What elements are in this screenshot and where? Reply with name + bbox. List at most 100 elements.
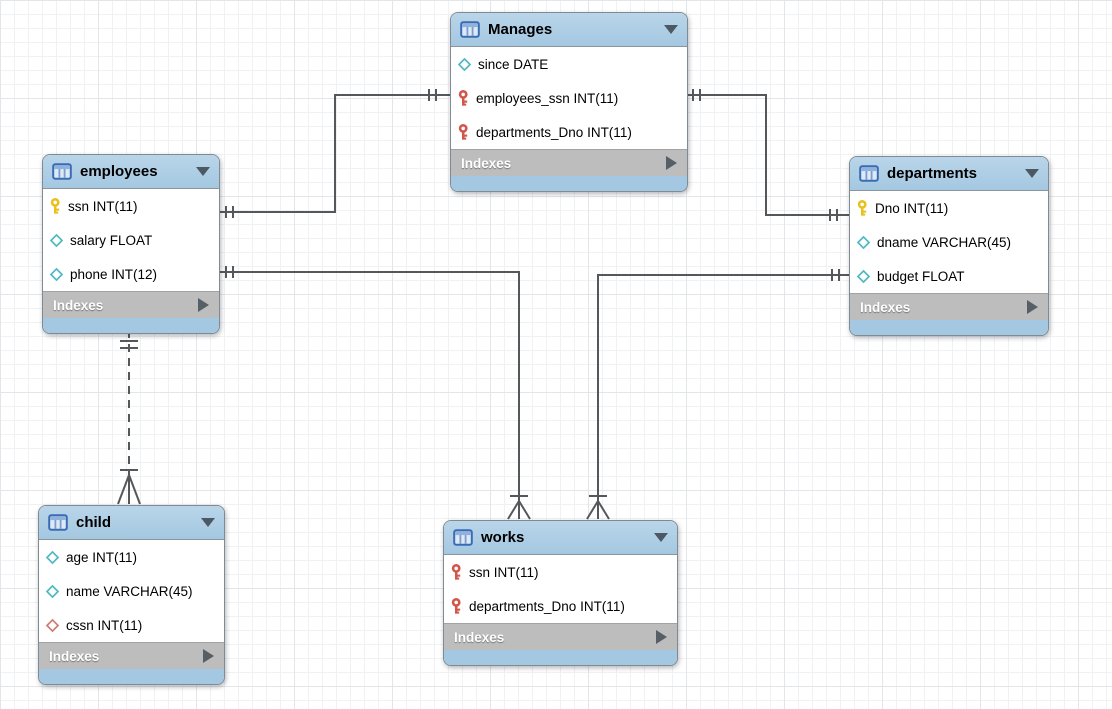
indexes-bar[interactable]: Indexes bbox=[444, 623, 677, 650]
column-label: budget FLOAT bbox=[877, 268, 965, 284]
relationship-departments-works[interactable] bbox=[586, 269, 849, 520]
column-label: since DATE bbox=[478, 56, 549, 72]
collapse-triangle-icon[interactable] bbox=[196, 167, 210, 176]
column-row-employees-2[interactable]: phone INT(12) bbox=[43, 257, 219, 291]
table-icon bbox=[52, 163, 72, 180]
indexes-label: Indexes bbox=[454, 629, 505, 645]
indexes-label: Indexes bbox=[461, 155, 512, 171]
collapse-triangle-icon[interactable] bbox=[654, 533, 668, 542]
column-row-employees-0[interactable]: ssn INT(11) bbox=[43, 189, 219, 223]
column-list: since DATE employees_ssn INT(11) departmen… bbox=[451, 47, 687, 149]
table-employees[interactable]: employees ssn INT(11) salary FLOAT phone IN… bbox=[42, 154, 220, 334]
column-label: departments_Dno INT(11) bbox=[469, 598, 625, 614]
expand-triangle-icon[interactable] bbox=[1027, 300, 1038, 314]
diamond-cyan-icon bbox=[49, 267, 64, 282]
column-row-child-0[interactable]: age INT(11) bbox=[39, 540, 224, 574]
indexes-bar[interactable]: Indexes bbox=[850, 293, 1048, 320]
table-bottom-strip bbox=[444, 650, 677, 665]
column-label: ssn INT(11) bbox=[469, 564, 539, 580]
column-label: dname VARCHAR(45) bbox=[877, 234, 1012, 250]
table-header[interactable]: departments bbox=[850, 157, 1048, 191]
column-row-child-2[interactable]: cssn INT(11) bbox=[39, 608, 224, 642]
key-red-icon bbox=[457, 123, 470, 141]
indexes-label: Indexes bbox=[49, 648, 100, 664]
diamond-cyan-icon bbox=[45, 584, 60, 598]
indexes-label: Indexes bbox=[860, 299, 911, 315]
table-header[interactable]: child bbox=[39, 506, 224, 540]
key-red-icon bbox=[450, 563, 463, 581]
diamond-cyan-icon bbox=[49, 233, 64, 248]
indexes-bar[interactable]: Indexes bbox=[43, 291, 219, 318]
indexes-bar[interactable]: Indexes bbox=[451, 149, 687, 176]
column-list: Dno INT(11) dname VARCHAR(45) budget FLOAT bbox=[850, 191, 1048, 293]
column-row-departments-2[interactable]: budget FLOAT bbox=[850, 259, 1048, 293]
collapse-triangle-icon[interactable] bbox=[1025, 169, 1039, 178]
diamond-cyan-icon bbox=[856, 235, 871, 249]
key-yellow-icon bbox=[857, 199, 867, 216]
expand-triangle-icon[interactable] bbox=[666, 156, 677, 170]
table-title: child bbox=[76, 514, 112, 531]
expand-triangle-icon[interactable] bbox=[656, 630, 667, 644]
indexes-bar[interactable]: Indexes bbox=[39, 642, 224, 669]
diamond-cyan-icon bbox=[856, 269, 871, 284]
table-title: departments bbox=[887, 165, 978, 182]
collapse-triangle-icon[interactable] bbox=[664, 25, 678, 34]
column-row-manages-2[interactable]: departments_Dno INT(11) bbox=[451, 115, 687, 149]
column-label: employees_ssn INT(11) bbox=[476, 90, 619, 106]
column-label: departments_Dno INT(11) bbox=[476, 124, 632, 140]
diamond-cyan-icon bbox=[45, 584, 60, 599]
column-list: age INT(11) name VARCHAR(45) cssn INT(11) bbox=[39, 540, 224, 642]
relationship-manages-departments[interactable] bbox=[686, 89, 849, 221]
column-label: phone INT(12) bbox=[70, 266, 158, 282]
table-icon bbox=[48, 514, 68, 531]
diamond-red-icon bbox=[45, 618, 60, 633]
column-row-works-1[interactable]: departments_Dno INT(11) bbox=[444, 589, 677, 623]
key-red-icon bbox=[457, 89, 470, 107]
column-row-manages-0[interactable]: since DATE bbox=[451, 47, 687, 81]
column-list: ssn INT(11) departments_Dno INT(11) bbox=[444, 555, 677, 623]
column-label: salary FLOAT bbox=[70, 232, 153, 248]
column-row-manages-1[interactable]: employees_ssn INT(11) bbox=[451, 81, 687, 115]
table-child[interactable]: child age INT(11) name VARCHAR(45) cssn INT… bbox=[38, 505, 225, 685]
expand-triangle-icon[interactable] bbox=[203, 649, 214, 663]
table-title: Manages bbox=[488, 21, 553, 38]
column-row-departments-1[interactable]: dname VARCHAR(45) bbox=[850, 225, 1048, 259]
diamond-cyan-icon bbox=[457, 57, 472, 72]
table-header[interactable]: employees bbox=[43, 155, 219, 189]
key-yellow-icon bbox=[50, 197, 60, 214]
column-row-works-0[interactable]: ssn INT(11) bbox=[444, 555, 677, 589]
key-red-icon bbox=[450, 597, 463, 615]
key-red-icon bbox=[451, 563, 461, 580]
table-title: works bbox=[481, 529, 525, 546]
column-row-employees-1[interactable]: salary FLOAT bbox=[43, 223, 219, 257]
table-manages[interactable]: Manages since DATE employees_ssn INT(11) de… bbox=[450, 12, 688, 192]
diamond-cyan-icon bbox=[457, 57, 472, 71]
column-label: Dno INT(11) bbox=[875, 200, 949, 216]
key-red-icon bbox=[458, 89, 468, 106]
relationship-employees-child[interactable] bbox=[117, 330, 141, 505]
table-header[interactable]: works bbox=[444, 521, 677, 555]
table-works[interactable]: works ssn INT(11) departments_Dno INT(11) I… bbox=[443, 520, 678, 666]
key-red-icon bbox=[451, 597, 461, 614]
expand-triangle-icon[interactable] bbox=[198, 298, 209, 312]
table-icon bbox=[460, 21, 480, 38]
relationship-employees-works[interactable] bbox=[218, 266, 531, 520]
diamond-red-icon bbox=[45, 618, 60, 632]
column-row-departments-0[interactable]: Dno INT(11) bbox=[850, 191, 1048, 225]
diamond-cyan-icon bbox=[856, 235, 871, 250]
diamond-cyan-icon bbox=[49, 267, 64, 281]
table-header[interactable]: Manages bbox=[451, 13, 687, 47]
table-title: employees bbox=[80, 163, 158, 180]
column-label: name VARCHAR(45) bbox=[66, 583, 193, 599]
table-icon bbox=[859, 165, 879, 182]
column-row-child-1[interactable]: name VARCHAR(45) bbox=[39, 574, 224, 608]
relationship-manages-employees[interactable] bbox=[218, 89, 450, 218]
table-bottom-strip bbox=[850, 320, 1048, 335]
table-icon bbox=[453, 529, 473, 546]
table-bottom-strip bbox=[39, 669, 224, 684]
collapse-triangle-icon[interactable] bbox=[201, 518, 215, 527]
